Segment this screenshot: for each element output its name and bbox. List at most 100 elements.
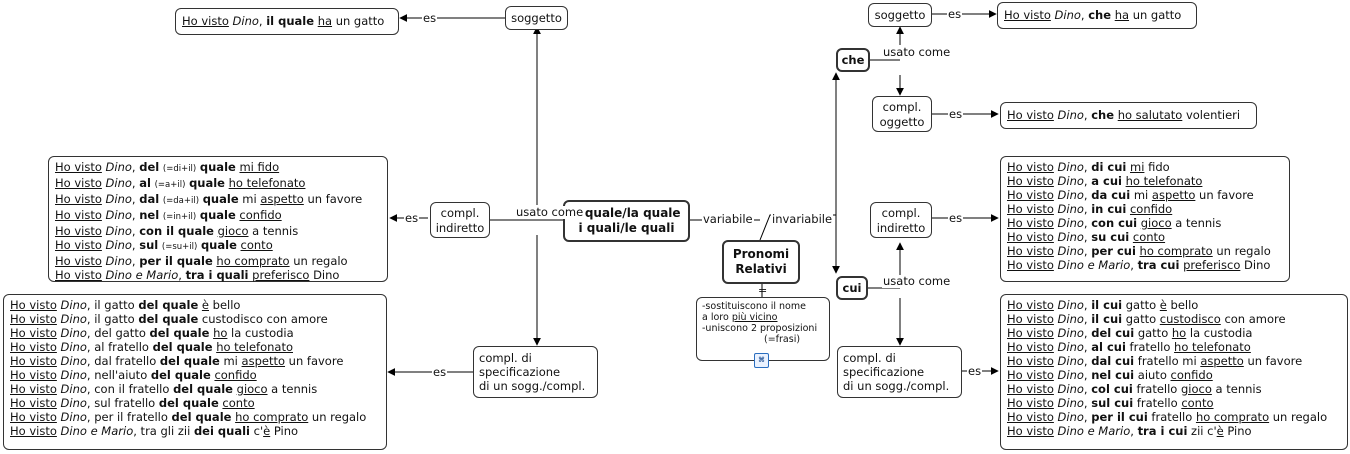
right-indiretto-node[interactable]: compl. indiretto: [870, 202, 932, 238]
example-line: Ho visto Dino, nell'aiuto del quale conf…: [10, 368, 257, 382]
example-line: Ho visto Dino, al fratello del quale ho …: [10, 340, 293, 354]
example-line: Ho visto Dino, da cui mi aspetto un favo…: [1007, 188, 1254, 202]
example-line: Ho visto Dino, su cui conto: [1007, 230, 1166, 244]
example-line: Ho visto Dino, che ha un gatto: [1004, 8, 1182, 22]
che-node[interactable]: che: [836, 48, 870, 72]
right-oggetto-l2: oggetto: [879, 115, 925, 129]
cui-come: come: [918, 274, 951, 288]
left-ex-soggetto[interactable]: Ho visto Dino, il quale ha un gatto: [175, 8, 399, 35]
label-es-left-soggetto: es: [422, 11, 438, 25]
example-line: Ho visto Dino e Mario, tra gli zii dei q…: [10, 424, 299, 438]
example-line: Ho visto Dino, con il quale gioco a tenn…: [55, 224, 299, 238]
central-note[interactable]: -sostituiscono il nome a loro più vicino…: [696, 297, 830, 361]
label-cui-usato-come: usato come: [882, 274, 952, 288]
example-line: Ho visto Dino, sul fratello del quale co…: [10, 396, 255, 410]
example-line: Ho visto Dino, dal cui fratello mi aspet…: [1007, 354, 1303, 368]
example-line: Ho visto Dino, dal (=da+il) quale mi asp…: [55, 192, 363, 206]
attachment-icon[interactable]: ⌘: [754, 353, 769, 368]
label-es-left-indiretto: es: [404, 211, 420, 225]
central-title-line-2: Relativi: [735, 262, 787, 276]
example-line: Ho visto Dino e Mario, tra cui preferisc…: [1007, 258, 1271, 272]
label-es-right-indiretto: es: [948, 211, 964, 225]
left-main-node[interactable]: il quale/la quale i quali/le quali: [563, 200, 690, 242]
example-line: Ho visto Dino, del (=di+il) quale mi fid…: [55, 160, 280, 174]
example-line: Ho visto Dino, con cui gioco a tennis: [1007, 216, 1222, 230]
right-ex-oggetto[interactable]: Ho visto Dino, che ho salutato volentier…: [1000, 102, 1257, 129]
label-es-right-oggetto: es: [948, 107, 964, 121]
note-line-3: -uniscono 2 proposizioni: [702, 323, 818, 334]
right-indiretto-l2: indiretto: [876, 221, 926, 235]
note-line-4: (=frasi): [764, 334, 801, 345]
label-che-usato-come: usato come: [882, 45, 952, 59]
note-line-2: a loro più vicino: [702, 312, 778, 323]
example-line: Ho visto Dino, il cui gatto è bello: [1007, 298, 1199, 312]
right-indiretto-l1: compl.: [881, 206, 921, 220]
left-title-line-2: i quali/le quali: [578, 221, 675, 235]
example-line: Ho visto Dino, per il quale ho comprato …: [55, 254, 348, 268]
example-line: Ho visto Dino, per il cui fratello ho co…: [1007, 410, 1328, 424]
left-spec-l1: compl. di: [479, 351, 532, 365]
che-come: come: [918, 45, 951, 59]
left-indiretto-node[interactable]: compl. indiretto: [430, 202, 490, 238]
note-line-1: -sostituiscono il nome: [702, 301, 806, 312]
left-come: come: [551, 205, 584, 219]
label-es-left-spec: es: [432, 365, 448, 379]
label-es-right-soggetto: es: [947, 7, 963, 21]
example-line: Ho visto Dino, dal fratello del quale mi…: [10, 354, 344, 368]
left-ex-indiretto[interactable]: Ho visto Dino, del (=di+il) quale mi fid…: [48, 156, 388, 282]
example-line: Ho visto Dino, il quale ha un gatto: [182, 14, 385, 28]
example-line: Ho visto Dino, il cui gatto custodisco c…: [1007, 312, 1286, 326]
example-line: Ho visto Dino, il gatto del quale è bell…: [10, 298, 241, 312]
left-spec-l3: di un sogg./compl.: [479, 379, 586, 393]
example-line: Ho visto Dino, al cui fratello ho telefo…: [1007, 340, 1251, 354]
central-node[interactable]: Pronomi Relativi: [722, 240, 800, 284]
example-line: Ho visto Dino, a cui ho telefonato: [1007, 174, 1203, 188]
example-line: Ho visto Dino, per il fratello del quale…: [10, 410, 367, 424]
example-line: Ho visto Dino, il gatto del quale custod…: [10, 312, 328, 326]
example-line: Ho visto Dino, in cui confido: [1007, 202, 1173, 216]
example-line: Ho visto Dino, nel (=in+il) quale confid…: [55, 208, 282, 222]
example-line: Ho visto Dino, col cui fratello gioco a …: [1007, 382, 1262, 396]
example-line: Ho visto Dino, che ho salutato volentier…: [1007, 108, 1241, 122]
right-ex-soggetto[interactable]: Ho visto Dino, che ha un gatto: [997, 2, 1197, 29]
label-variabile: variabile: [702, 212, 754, 226]
example-line: Ho visto Dino, nel cui aiuto confido: [1007, 368, 1213, 382]
example-line: Ho visto Dino, del cui gatto ho la custo…: [1007, 326, 1253, 340]
left-spec-l2: specificazione: [479, 365, 561, 379]
note-underline: più vicino: [731, 312, 778, 323]
label-invariabile: invariabile: [771, 212, 834, 226]
label-left-usato-come: usato come: [515, 205, 585, 219]
example-line: Ho visto Dino e Mario, tra i quali prefe…: [55, 268, 340, 282]
left-indiretto-l2: indiretto: [435, 221, 485, 235]
che-usato: usato: [883, 45, 915, 59]
right-soggetto-node[interactable]: soggetto: [868, 3, 932, 27]
label-es-right-spec: es: [967, 364, 983, 378]
right-oggetto-node[interactable]: compl. oggetto: [872, 96, 932, 132]
left-spec-node[interactable]: compl. di specificazione di un sogg./com…: [473, 346, 598, 398]
right-spec-l2: specificazione: [843, 365, 925, 379]
example-line: Ho visto Dino e Mario, tra i cui zii c'è…: [1007, 424, 1252, 438]
example-line: Ho visto Dino, del gatto del quale ho la…: [10, 326, 294, 340]
example-line: Ho visto Dino, sul (=su+il) quale conto: [55, 238, 273, 252]
central-equals: =: [758, 284, 768, 297]
cui-node[interactable]: cui: [836, 276, 868, 300]
example-line: Ho visto Dino, con il fratello del quale…: [10, 382, 318, 396]
right-oggetto-l1: compl.: [882, 100, 922, 114]
cui-usato: usato: [883, 274, 915, 288]
left-title-line-1: il quale/la quale: [572, 206, 681, 220]
example-line: Ho visto Dino, per cui ho comprato un re…: [1007, 244, 1271, 258]
right-spec-l3: di un sogg./compl.: [843, 379, 950, 393]
left-ex-spec[interactable]: Ho visto Dino, il gatto del quale è bell…: [3, 294, 387, 450]
example-line: Ho visto Dino, al (=a+il) quale ho telef…: [55, 176, 306, 190]
right-spec-node[interactable]: compl. di specificazione di un sogg./com…: [837, 346, 962, 398]
left-usato: usato: [516, 205, 548, 219]
central-title-line-1: Pronomi: [732, 247, 790, 261]
left-indiretto-l1: compl.: [440, 206, 480, 220]
right-spec-l1: compl. di: [843, 351, 896, 365]
example-line: Ho visto Dino, sul cui fratello conto: [1007, 396, 1214, 410]
example-line: Ho visto Dino, di cui mi fido: [1007, 160, 1170, 174]
left-soggetto-node[interactable]: soggetto: [505, 6, 568, 30]
